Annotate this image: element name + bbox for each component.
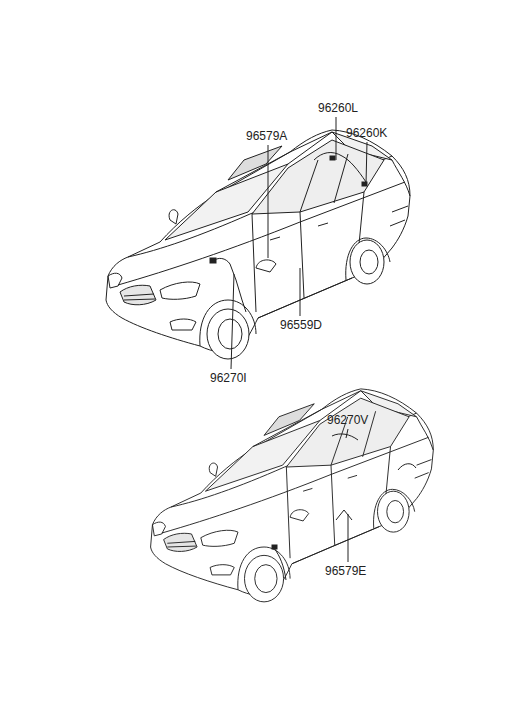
lower-wiring bbox=[272, 434, 416, 580]
upper-car bbox=[106, 130, 410, 359]
callout-number: 96260L bbox=[318, 101, 358, 115]
callout-number: 96270V bbox=[327, 413, 368, 427]
callout-number: 96579A bbox=[246, 129, 287, 143]
leader-lines bbox=[231, 117, 367, 562]
lower-car bbox=[151, 389, 434, 602]
callout-number: 96559D bbox=[280, 318, 322, 332]
callout-number: 96579E bbox=[325, 564, 366, 578]
callout-number: 96260K bbox=[346, 126, 387, 140]
callout-number: 96270I bbox=[210, 371, 247, 385]
